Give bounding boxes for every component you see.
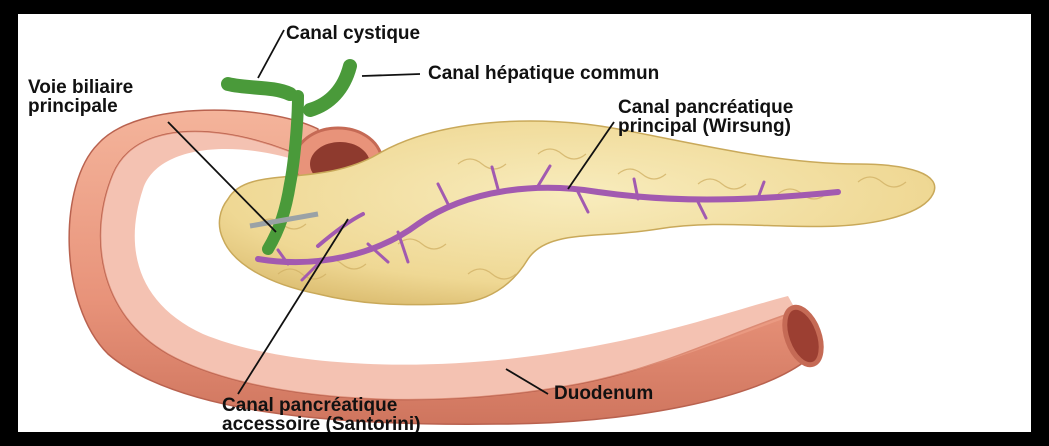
label-canal-hepatique: Canal hépatique commun xyxy=(428,64,659,83)
diagram-canvas: Canal cystique Canal hépatique commun Vo… xyxy=(18,14,1031,432)
label-voie-biliaire: Voie biliaire principale xyxy=(28,78,133,116)
common-hepatic-duct xyxy=(310,66,350,110)
cystic-duct xyxy=(228,84,290,94)
label-wirsung: Canal pancréatique principal (Wirsung) xyxy=(618,98,793,136)
leader-canal-cystique xyxy=(258,30,284,78)
label-duodenum: Duodenum xyxy=(554,384,653,403)
leader-canal-hepatique xyxy=(362,74,420,76)
label-canal-cystique: Canal cystique xyxy=(286,24,420,43)
label-santorini: Canal pancréatique accessoire (Santorini… xyxy=(222,396,421,432)
outer-frame: Canal cystique Canal hépatique commun Vo… xyxy=(8,8,1041,438)
